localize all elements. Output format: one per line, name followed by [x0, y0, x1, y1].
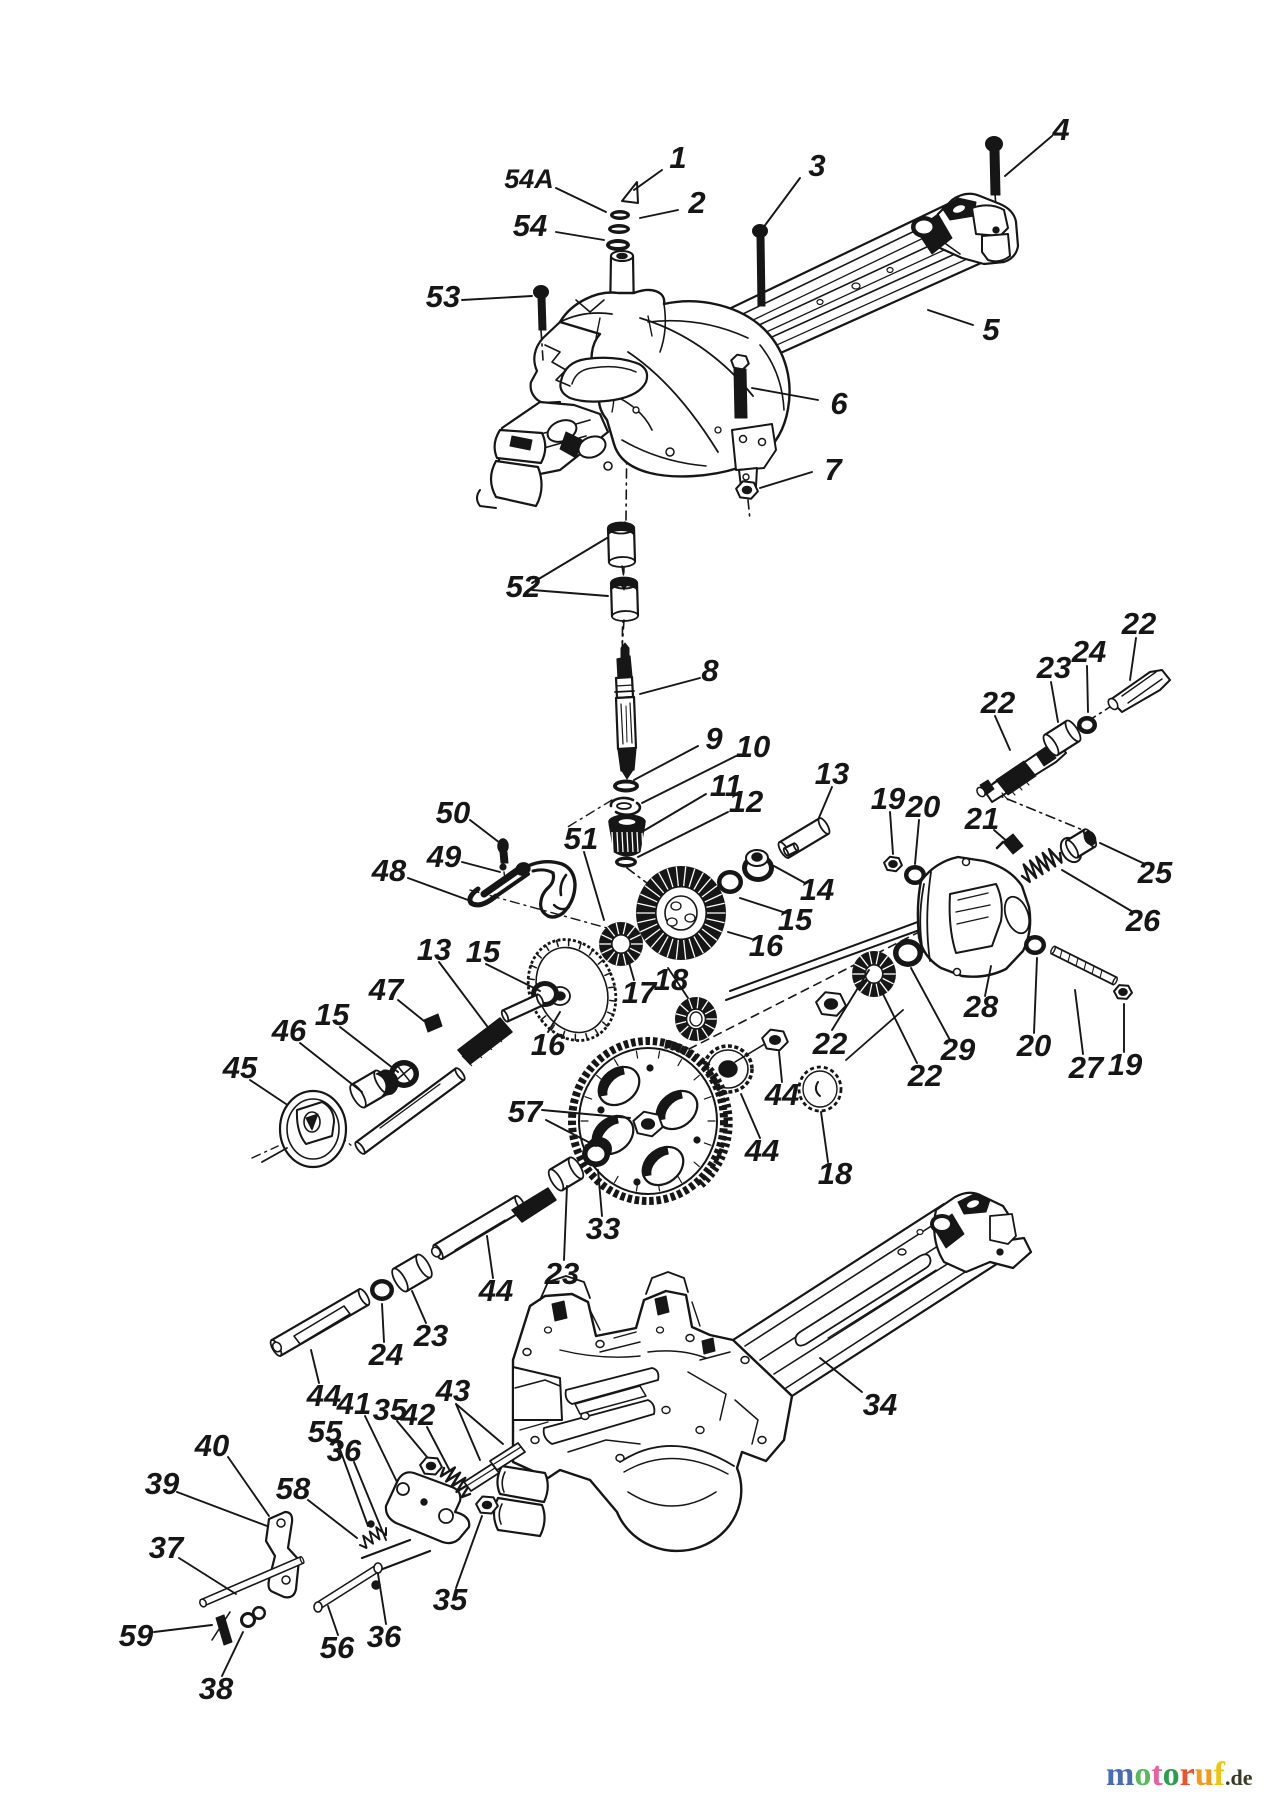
svg-text:49: 49: [426, 839, 462, 874]
svg-text:58: 58: [276, 1471, 311, 1506]
svg-text:15: 15: [466, 934, 501, 969]
svg-text:33: 33: [586, 1211, 620, 1246]
svg-text:19: 19: [871, 781, 906, 816]
svg-text:15: 15: [315, 997, 350, 1032]
svg-text:52: 52: [506, 569, 540, 604]
svg-text:20: 20: [905, 789, 940, 824]
svg-text:37: 37: [149, 1530, 185, 1565]
svg-text:18: 18: [654, 962, 689, 997]
svg-text:51: 51: [564, 821, 598, 856]
svg-text:5: 5: [982, 312, 1000, 347]
svg-text:34: 34: [863, 1387, 897, 1422]
svg-text:24: 24: [1071, 634, 1106, 669]
svg-text:16: 16: [749, 928, 784, 963]
svg-text:8: 8: [701, 653, 719, 688]
svg-text:40: 40: [194, 1428, 229, 1463]
svg-text:7: 7: [824, 452, 843, 487]
svg-text:20: 20: [1016, 1028, 1051, 1063]
svg-text:17: 17: [622, 975, 658, 1010]
svg-text:22: 22: [1121, 606, 1156, 641]
svg-text:27: 27: [1068, 1050, 1105, 1085]
svg-text:28: 28: [963, 989, 999, 1024]
svg-text:54A: 54A: [504, 164, 554, 194]
svg-text:23: 23: [413, 1318, 448, 1353]
svg-text:10: 10: [736, 729, 770, 764]
svg-text:1: 1: [669, 140, 686, 175]
svg-text:18: 18: [818, 1156, 853, 1191]
svg-text:50: 50: [436, 795, 470, 830]
svg-text:57: 57: [508, 1094, 544, 1129]
svg-text:45: 45: [222, 1050, 258, 1085]
svg-text:13: 13: [417, 932, 451, 967]
svg-text:59: 59: [119, 1618, 154, 1653]
svg-text:2: 2: [687, 185, 705, 220]
svg-text:36: 36: [367, 1619, 402, 1654]
svg-text:26: 26: [1125, 903, 1161, 938]
svg-text:22: 22: [980, 685, 1015, 720]
svg-text:38: 38: [199, 1671, 234, 1706]
svg-text:23: 23: [1036, 650, 1071, 685]
svg-text:42: 42: [400, 1397, 435, 1432]
svg-text:24: 24: [368, 1337, 403, 1372]
svg-text:44: 44: [744, 1133, 779, 1168]
svg-text:16: 16: [531, 1027, 566, 1062]
svg-text:48: 48: [371, 853, 407, 888]
svg-text:56: 56: [320, 1630, 355, 1665]
svg-text:12: 12: [729, 784, 763, 819]
svg-text:43: 43: [435, 1373, 470, 1408]
svg-text:47: 47: [368, 972, 405, 1007]
svg-text:4: 4: [1051, 112, 1069, 147]
svg-text:54: 54: [513, 208, 547, 243]
svg-text:19: 19: [1108, 1047, 1143, 1082]
svg-text:46: 46: [271, 1013, 307, 1048]
svg-text:21: 21: [964, 801, 999, 836]
svg-text:36: 36: [327, 1433, 362, 1468]
svg-text:23: 23: [544, 1256, 579, 1291]
svg-text:6: 6: [830, 386, 848, 421]
svg-text:22: 22: [907, 1058, 942, 1093]
svg-text:29: 29: [940, 1032, 976, 1067]
svg-text:25: 25: [1137, 855, 1173, 890]
svg-text:9: 9: [705, 721, 723, 756]
svg-text:13: 13: [815, 756, 849, 791]
svg-text:44: 44: [764, 1077, 799, 1112]
svg-text:35: 35: [433, 1582, 468, 1617]
svg-text:3: 3: [808, 148, 825, 183]
svg-text:39: 39: [145, 1466, 180, 1501]
svg-text:53: 53: [426, 279, 460, 314]
svg-text:22: 22: [812, 1026, 847, 1061]
svg-text:44: 44: [478, 1273, 513, 1308]
